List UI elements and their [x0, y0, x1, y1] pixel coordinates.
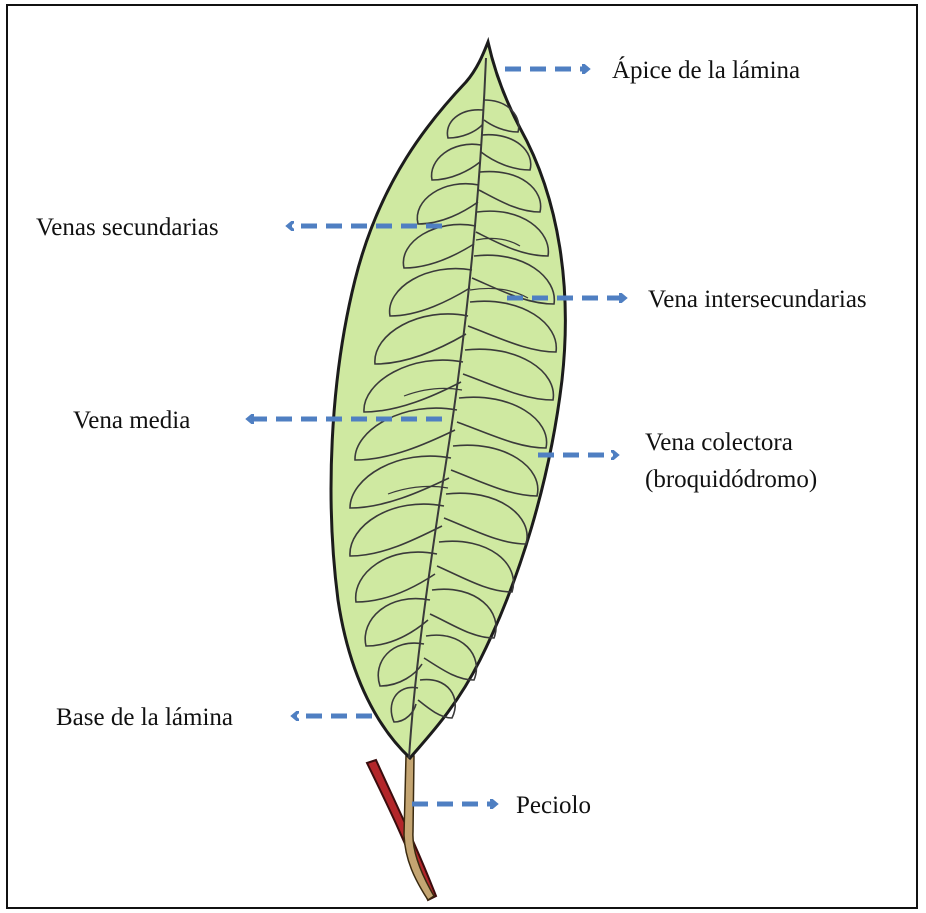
label-midrib: Vena media [73, 404, 190, 438]
label-petiole: Peciolo [516, 789, 591, 823]
label-base: Base de la lámina [56, 701, 233, 735]
label-collector-vein-type: (broquidódromo) [645, 463, 817, 497]
label-collector-vein: Vena colectora [645, 426, 793, 460]
label-apex: Ápice de la lámina [612, 54, 800, 88]
label-secondary-veins: Venas secundarias [36, 211, 219, 245]
petiole-stem [367, 756, 436, 900]
label-intersecondary-vein: Vena intersecundarias [648, 283, 867, 317]
